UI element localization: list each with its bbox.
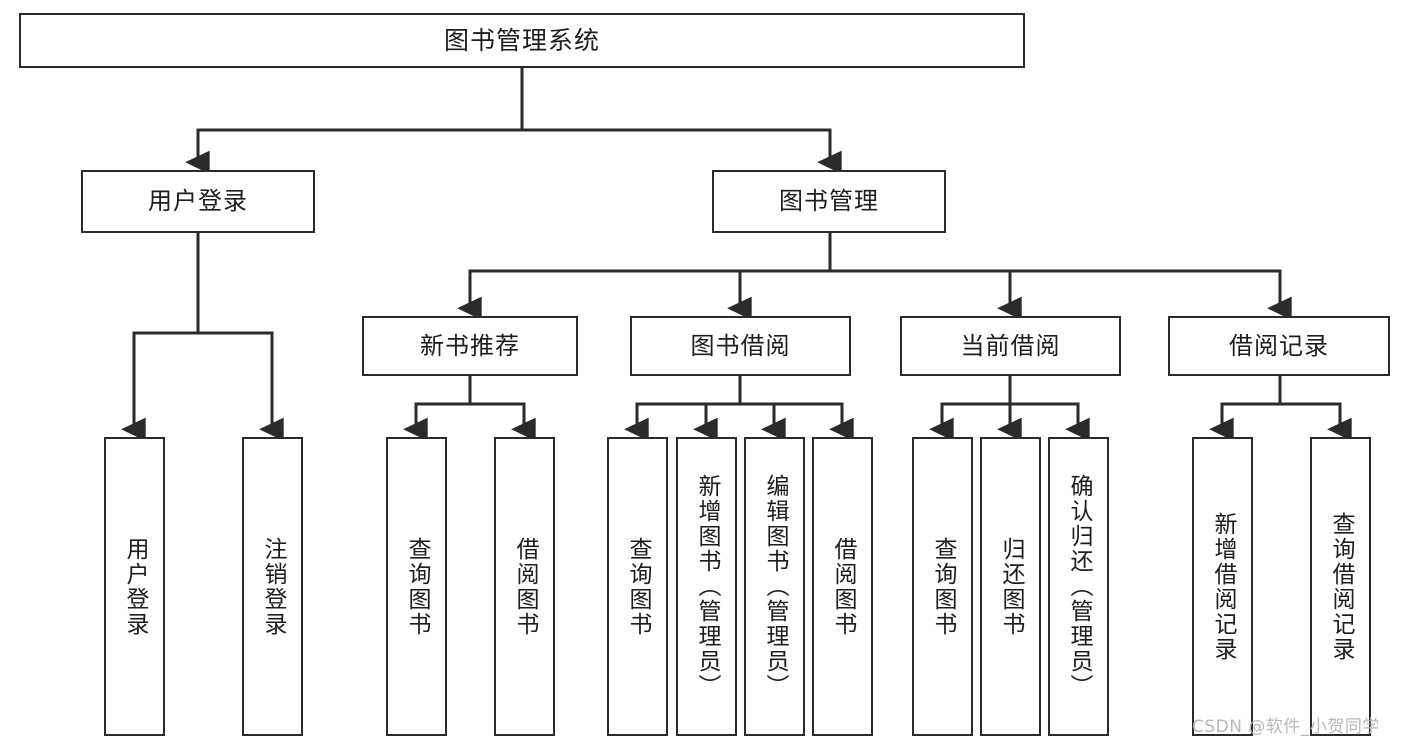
node-book-borrow-label: 图书借阅 (690, 331, 791, 360)
node-current-borrow[interactable]: 当前借阅 (900, 316, 1121, 376)
node-leaf-user-login-label: 用户登录 (122, 536, 148, 637)
node-leaf-query-record-label: 查询借阅记录 (1328, 511, 1354, 662)
node-leaf-logout-login-label: 注销登录 (260, 536, 286, 637)
watermark: CSDN @软件_小贺同学 (1192, 717, 1380, 737)
node-leaf-confirm-return[interactable]: 确认归还（管理员） (1048, 437, 1109, 736)
node-root-label: 图书管理系统 (443, 25, 600, 55)
node-leaf-borrow-book-2-label: 借阅图书 (830, 536, 856, 637)
node-leaf-add-book-label: 新增图书（管理员） (694, 474, 720, 699)
node-new-book-recommend[interactable]: 新书推荐 (362, 316, 578, 376)
node-leaf-edit-book-label: 编辑图书（管理员） (762, 474, 788, 699)
node-current-borrow-label: 当前借阅 (960, 331, 1061, 360)
node-leaf-confirm-return-label: 确认归还（管理员） (1066, 474, 1092, 699)
node-book-management[interactable]: 图书管理 (712, 170, 946, 233)
node-book-management-label: 图书管理 (779, 187, 879, 216)
node-leaf-query-book-2-label: 查询图书 (625, 536, 651, 637)
node-book-borrow[interactable]: 图书借阅 (630, 316, 851, 376)
node-leaf-borrow-book-2[interactable]: 借阅图书 (812, 437, 873, 736)
node-leaf-logout-login[interactable]: 注销登录 (242, 437, 303, 736)
node-new-book-recommend-label: 新书推荐 (420, 331, 520, 360)
node-borrow-record[interactable]: 借阅记录 (1168, 316, 1390, 376)
node-borrow-record-label: 借阅记录 (1229, 331, 1329, 360)
node-leaf-query-book-3-label: 查询图书 (930, 536, 956, 637)
node-leaf-borrow-book-1[interactable]: 借阅图书 (494, 437, 555, 736)
node-leaf-return-book[interactable]: 归还图书 (980, 437, 1041, 736)
node-leaf-user-login[interactable]: 用户登录 (104, 437, 165, 736)
node-leaf-add-record[interactable]: 新增借阅记录 (1192, 437, 1253, 736)
node-leaf-query-book-1[interactable]: 查询图书 (386, 437, 447, 736)
node-leaf-add-record-label: 新增借阅记录 (1210, 511, 1236, 662)
node-leaf-return-book-label: 归还图书 (998, 536, 1024, 637)
node-leaf-query-book-2[interactable]: 查询图书 (607, 437, 668, 736)
node-user-login[interactable]: 用户登录 (81, 170, 315, 233)
node-leaf-borrow-book-1-label: 借阅图书 (512, 536, 538, 637)
node-leaf-edit-book[interactable]: 编辑图书（管理员） (744, 437, 805, 736)
node-leaf-query-book-3[interactable]: 查询图书 (912, 437, 973, 736)
node-root[interactable]: 图书管理系统 (19, 13, 1025, 68)
node-leaf-query-record[interactable]: 查询借阅记录 (1310, 437, 1371, 736)
node-leaf-add-book[interactable]: 新增图书（管理员） (676, 437, 737, 736)
node-user-login-label: 用户登录 (148, 187, 248, 216)
node-leaf-query-book-1-label: 查询图书 (404, 536, 430, 637)
